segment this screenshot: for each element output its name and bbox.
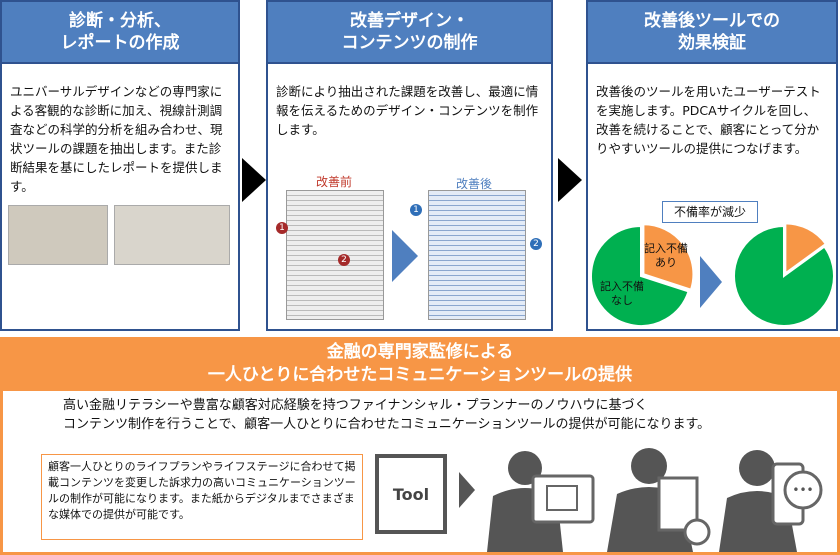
arrow-right-icon (558, 158, 582, 202)
before-label: 改善前 (316, 175, 353, 189)
title-line: コンテンツの制作 (341, 33, 478, 53)
pie-label-no: 記入不備なし (600, 280, 644, 308)
alert-icon (683, 518, 711, 546)
title-line: 改善デザイン・ (350, 11, 469, 31)
banner-line: 金融の専門家監修による (326, 342, 514, 362)
marker-1-icon: 1 (276, 222, 288, 234)
before-document (286, 190, 384, 320)
photo-eye-tracking (114, 205, 230, 265)
panel-design: 改善デザイン・コンテンツの制作 診断により抽出された課題を改善し、最適に情報を伝… (266, 0, 553, 331)
marker-2-icon: 2 (530, 238, 542, 250)
chat-bubble-icon (783, 470, 823, 510)
callout-box: 不備率が減少 (662, 201, 758, 223)
title-line: 改善後ツールでの (644, 11, 780, 31)
bottom-description: 高い金融リテラシーや豊富な顧客対応経験を持つファイナンシャル・プランナーのノウハ… (63, 396, 710, 434)
panel-verification: 改善後ツールでの効果検証 改善後のツールを用いたユーザーテストを実施します。PD… (586, 0, 838, 331)
note-box: 顧客一人ひとりのライフプランやライフステージに合わせて掲載コンテンツを変更した訴… (41, 454, 363, 540)
bottom-section: 高い金融リテラシーや豊富な顧客対応経験を持つファイナンシャル・プランナーのノウハ… (0, 390, 840, 555)
label-line: 記入不備 (600, 280, 644, 293)
title-line: レポートの作成 (60, 33, 180, 53)
banner-line: 一人ひとりに合わせたコミュニケーションツールの提供 (207, 365, 633, 385)
pie-slice (642, 224, 695, 291)
pie-slice (733, 224, 835, 327)
panel-title: 診断・分析、レポートの作成 (2, 2, 238, 64)
pie-slice (784, 224, 828, 276)
panel-body: 改善後のツールを用いたユーザーテストを実施します。PDCAサイクルを回し、改善を… (596, 84, 821, 156)
text-line: コンテンツ制作を行うことで、顧客一人ひとりに合わせたコミュニケーションツールの提… (63, 417, 711, 432)
label-line: なし (611, 294, 633, 307)
label-line: 記入不備 (644, 242, 688, 255)
arrow-right-icon (459, 472, 475, 508)
marker-2-icon: 2 (338, 254, 350, 266)
arrow-right-icon (242, 158, 266, 202)
label-line: あり (655, 256, 677, 269)
pie-charts (590, 224, 835, 327)
title-line: 効果検証 (678, 33, 746, 53)
pie-label-yes: 記入不備あり (644, 242, 688, 270)
panel-diagnosis: 診断・分析、レポートの作成 ユニバーサルデザインなどの専門家による客観的な診断に… (0, 0, 240, 331)
monitor-icon (531, 474, 595, 524)
pie-slice (590, 224, 690, 327)
banner: 金融の専門家監修による一人ひとりに合わせたコミュニケーションツールの提供 (0, 337, 840, 391)
panel-body: 診断により抽出された課題を改善し、最適に情報を伝えるためのデザイン・コンテンツを… (276, 84, 539, 137)
after-label: 改善後 (456, 177, 493, 191)
person-icon (631, 448, 667, 484)
panel-title: 改善デザイン・コンテンツの制作 (268, 2, 551, 64)
marker-1-icon: 1 (410, 204, 422, 216)
after-document (428, 190, 526, 320)
tool-icon: Tool (375, 454, 447, 534)
customers-illustration: ••• (487, 448, 823, 552)
arrow-right-icon (700, 256, 722, 308)
person-icon (739, 450, 775, 486)
arrow-right-icon (392, 230, 418, 282)
panel-title: 改善後ツールでの効果検証 (588, 2, 836, 64)
text-line: 高い金融リテラシーや豊富な顧客対応経験を持つファイナンシャル・プランナーのノウハ… (63, 398, 648, 413)
photo-review-meeting (8, 205, 108, 265)
svg-text:•••: ••• (792, 483, 813, 497)
title-line: 診断・分析、 (69, 11, 171, 31)
panel-body: ユニバーサルデザインなどの専門家による客観的な診断に加え、視線計測調査などの科学… (10, 84, 223, 194)
